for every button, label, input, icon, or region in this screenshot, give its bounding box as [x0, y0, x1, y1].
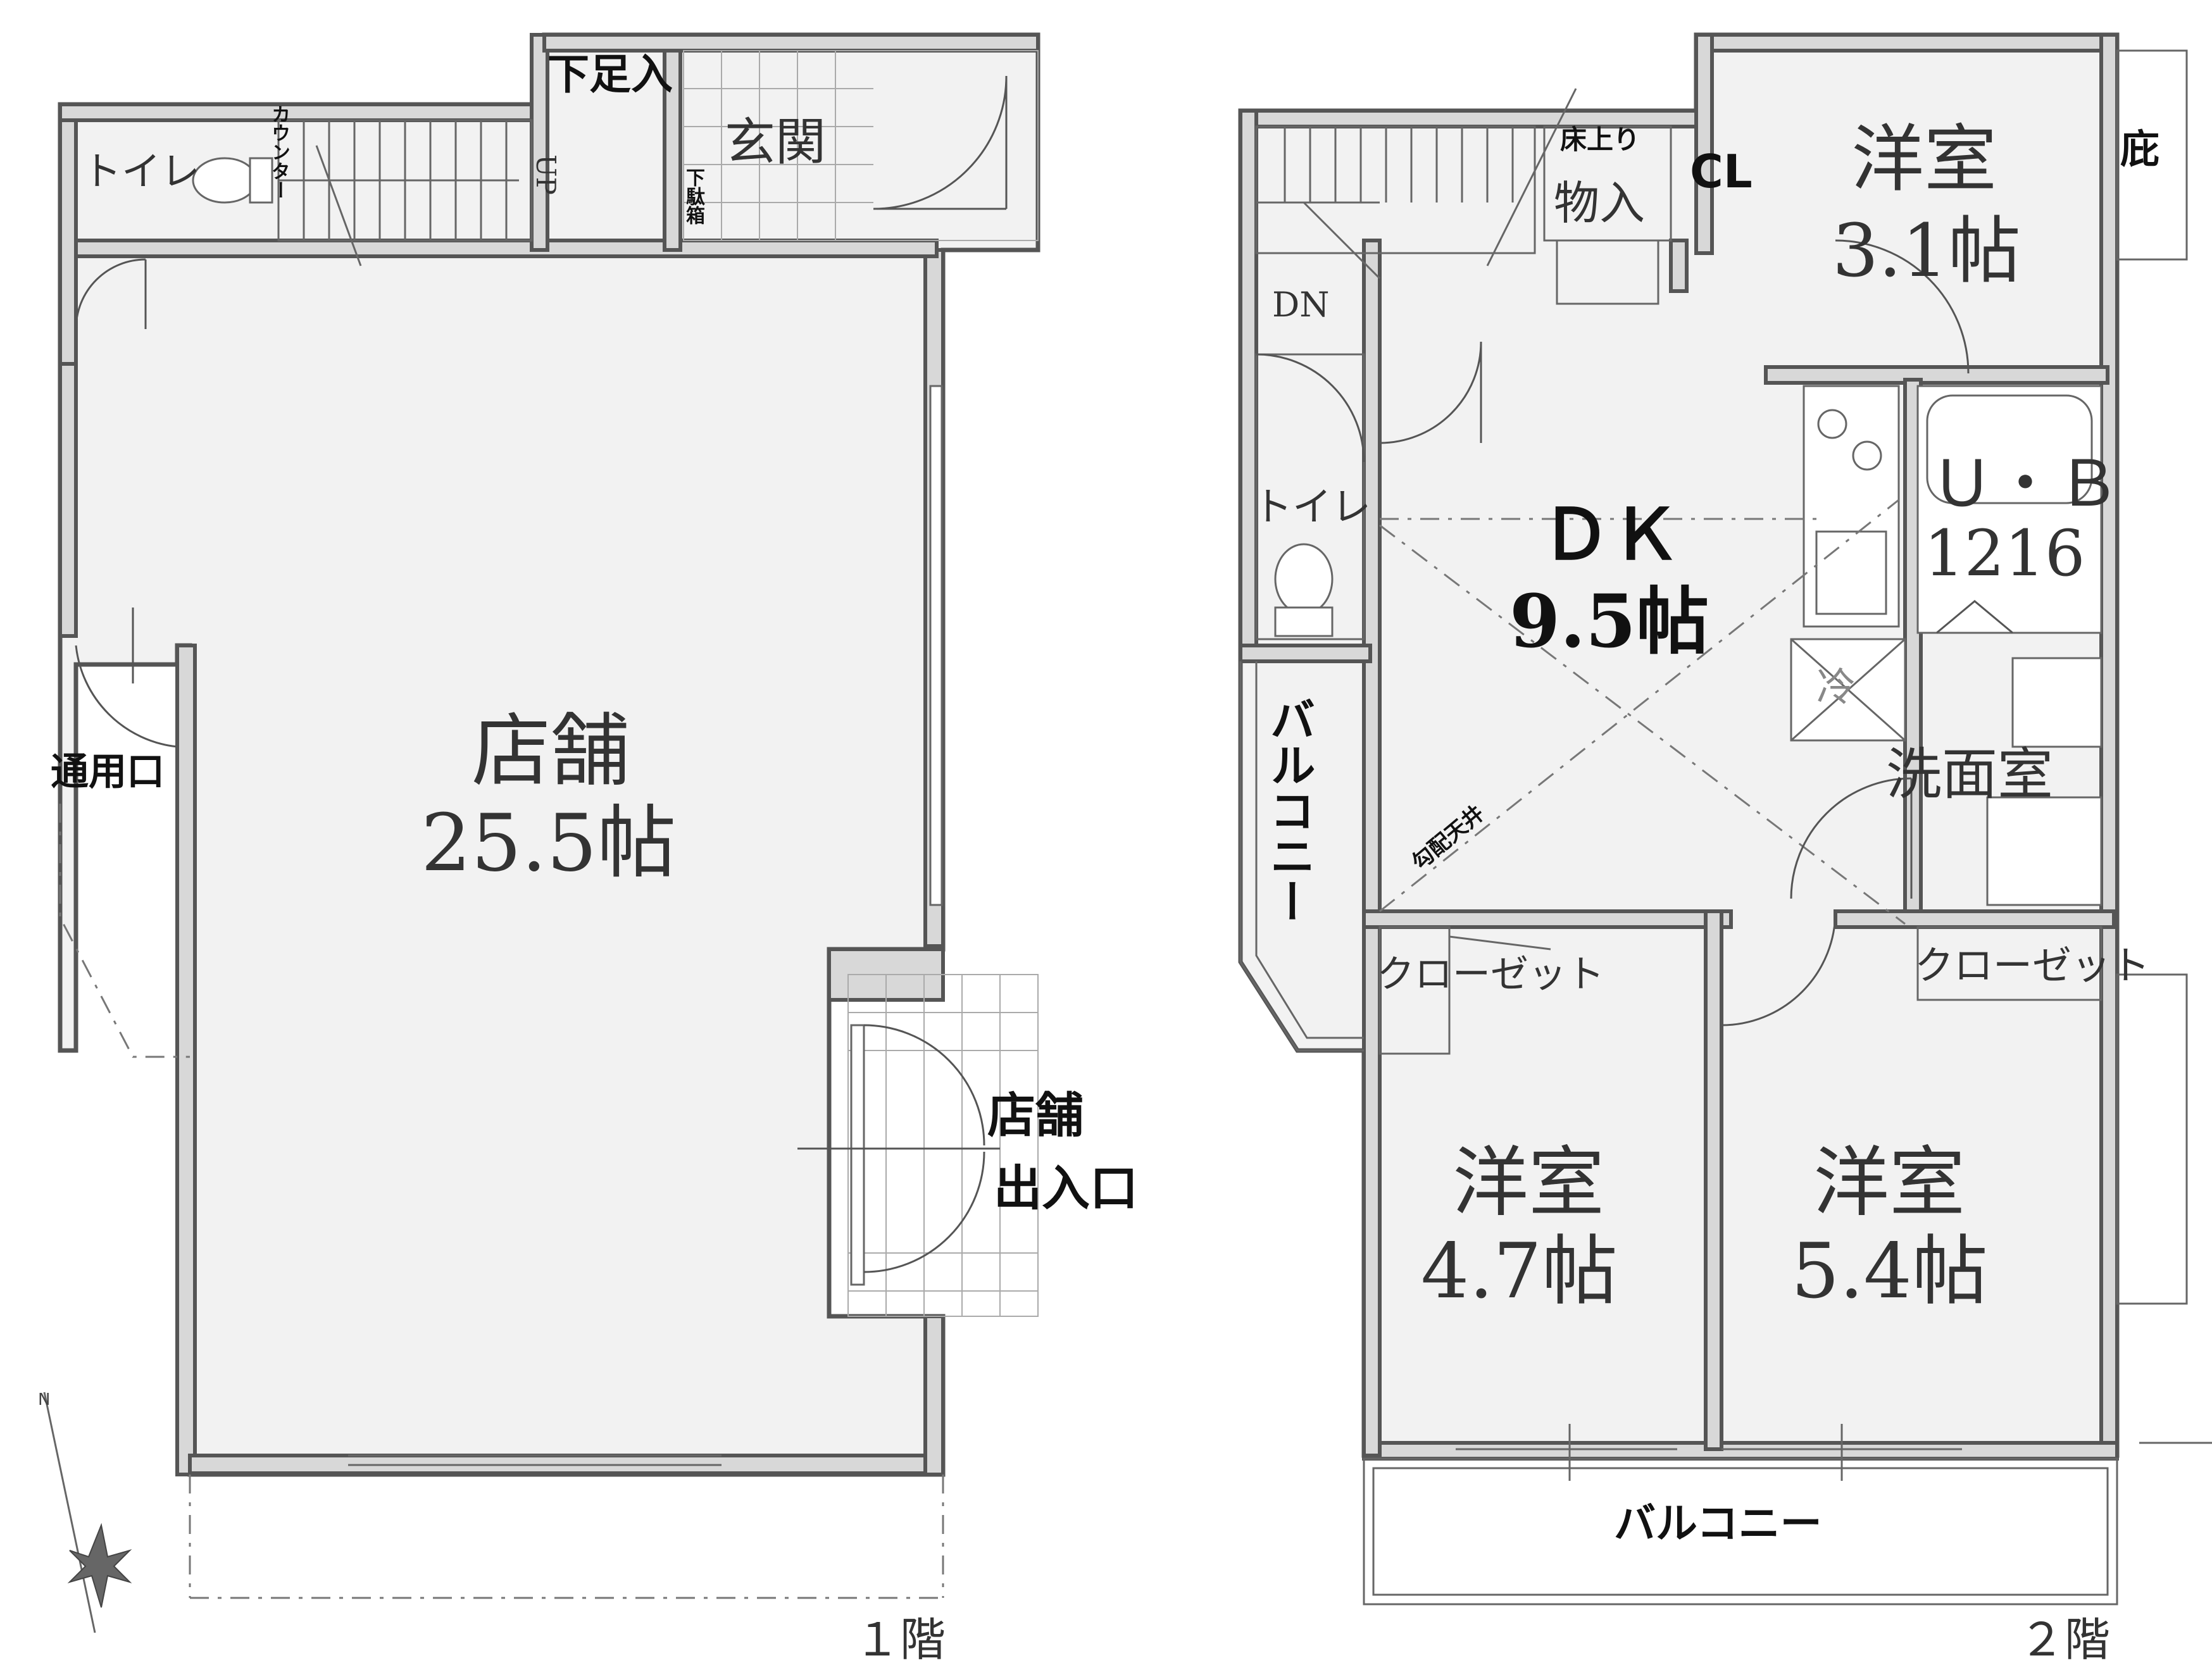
floor2-stairs [1255, 88, 1577, 280]
closet-right-label: クローゼット [1915, 942, 2151, 988]
svg-text:N: N [38, 1390, 50, 1409]
compass-icon: N [38, 1390, 132, 1633]
floor2-unit-bath [1916, 385, 2103, 634]
floor1-toilet-label: トイレ [82, 148, 201, 194]
cl-label: CL [1690, 145, 1753, 198]
up-label: UP [530, 154, 561, 195]
floor2-dk-ceiling-lines [1379, 499, 1906, 925]
floor1-entrance-tiles [683, 50, 1039, 241]
floor1-bottom-windows [189, 1454, 944, 1599]
store-entrance-label-2: 出入口 [994, 1160, 1138, 1216]
closet-left-label: クローゼット [1377, 952, 1604, 997]
floor2-toilet [1255, 341, 1482, 640]
shoe-storage-label: 下足入 [547, 50, 673, 99]
western-a-name: 洋室 [1851, 117, 1997, 202]
western-b-size: 4.7帖 [1421, 1228, 1618, 1316]
western-c-name: 洋室 [1813, 1139, 1965, 1227]
service-entrance-label: 通用口 [51, 750, 165, 794]
floor1-label: １階 [854, 1613, 946, 1666]
storage-label: 物入 [1554, 177, 1646, 230]
floor1-service-door [59, 608, 190, 1058]
dn-label: DN [1272, 285, 1330, 325]
side-balcony-label: バルコニー [1262, 696, 1315, 924]
store-size: 25.5帖 [421, 797, 677, 889]
shoe-box-label: 下駄箱 [682, 168, 704, 225]
raised-floor-label: 床上り [1560, 124, 1640, 155]
western-b-name: 洋室 [1453, 1139, 1604, 1227]
unit-bath-label-1: Ｕ・Ｂ [1930, 447, 2120, 521]
entrance-label: 玄関 [725, 113, 826, 171]
floor1-store-entrance [797, 974, 1039, 1317]
floor1-toilet-fixture [75, 157, 273, 330]
floor2-storage [1543, 49, 2188, 374]
floor2-closets [1378, 926, 2103, 1055]
floor2-bottom-balcony [1363, 973, 2188, 1605]
store-name: 店舗 [472, 706, 630, 797]
dk-size: 9.5帖 [1509, 579, 1709, 664]
store-entrance-label-1: 店舗 [987, 1087, 1084, 1144]
floor2-side-balcony [1239, 661, 1364, 1052]
floor2-label: ２階 [2019, 1613, 2111, 1666]
unit-bath-label-2: 1216 [1924, 516, 2085, 590]
counter-label: カウンター [268, 104, 290, 199]
dk-name: ＤＫ [1541, 494, 1680, 575]
washroom-label: 洗面室 [1886, 742, 2054, 807]
western-a-size: 3.1帖 [1832, 209, 2021, 294]
western-c-size: 5.4帖 [1791, 1228, 1988, 1316]
eaves-label: 庇 [2120, 126, 2160, 172]
floor2-windows [1456, 1424, 2212, 1481]
floor2-kitchen [1790, 385, 1906, 742]
floor2-washroom [1721, 657, 2103, 1026]
floor1-store-window [929, 385, 943, 906]
floor1-stairs [277, 119, 533, 266]
floor2-toilet-label: トイレ [1253, 483, 1372, 530]
bottom-balcony-label: バルコニー [1614, 1499, 1822, 1548]
fridge-label: 冷 [1816, 664, 1856, 710]
